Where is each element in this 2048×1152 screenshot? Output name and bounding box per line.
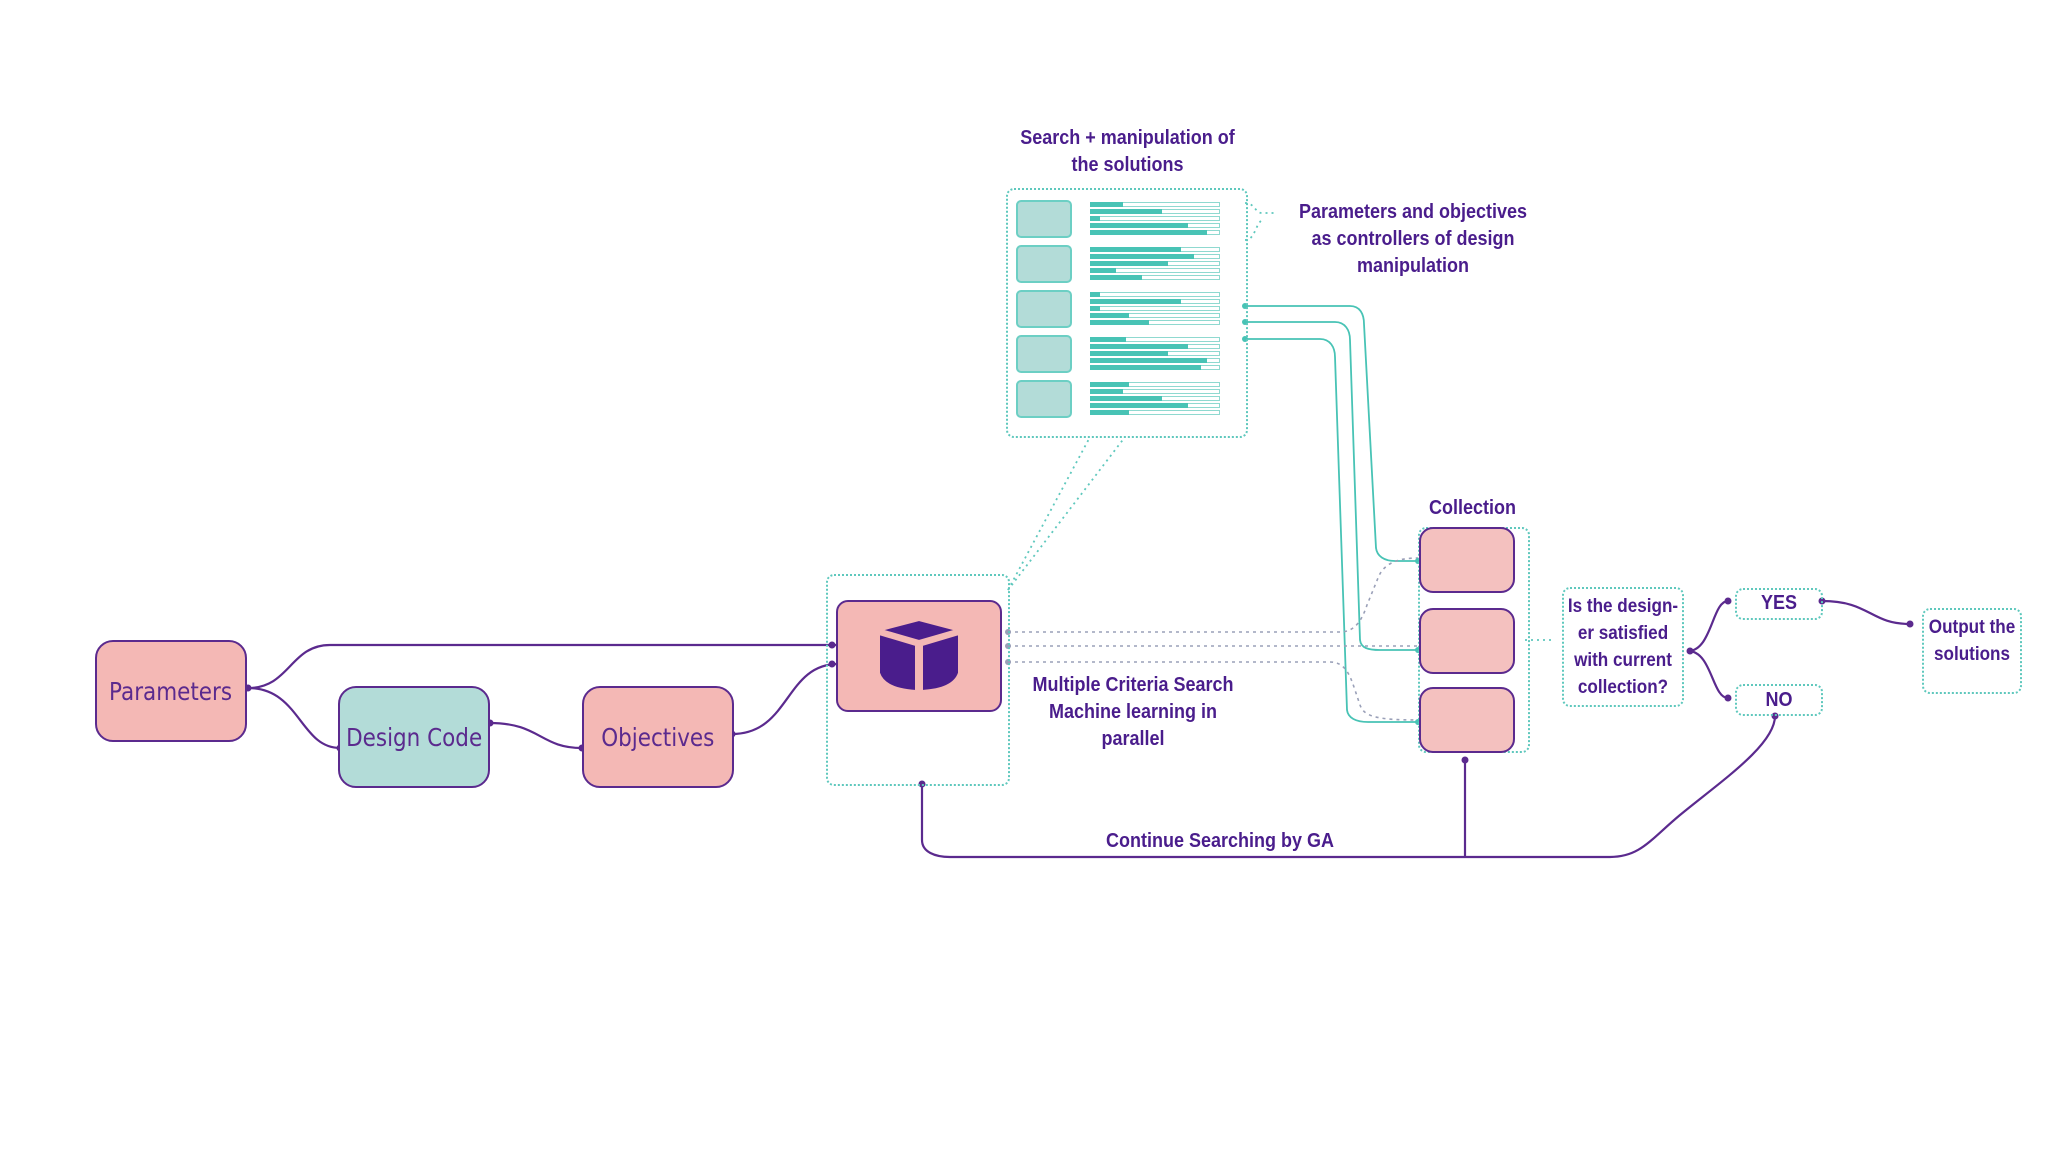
- parameters-node[interactable]: Parameters: [95, 640, 247, 742]
- no-box[interactable]: [1735, 684, 1823, 716]
- solution-thumbnail[interactable]: [1016, 290, 1072, 328]
- connector-engine-to-collection-1: [1008, 557, 1419, 633]
- joint-dot: [1724, 694, 1732, 702]
- connector-question-no: [1687, 649, 1729, 700]
- controllers-label: Parameters and objectives as controllers…: [1298, 201, 1528, 277]
- design-code-label: Design Code: [345, 722, 483, 752]
- engine-group: [826, 574, 1010, 786]
- solution-thumbnail[interactable]: [1016, 245, 1072, 283]
- connector-objectives-to-engine: [731, 662, 839, 736]
- output-box: [1922, 608, 2022, 694]
- continue-search-label: Continue Searching by GA: [1105, 830, 1335, 852]
- designer-question-label: Is the design-er satisfied with current …: [1567, 596, 1679, 698]
- callout-engine-to-list-left: [1007, 436, 1091, 591]
- connector-controller-1: [1245, 305, 1418, 562]
- collection-item[interactable]: [1419, 687, 1515, 753]
- parameters-label: Parameters: [109, 676, 233, 706]
- connector-parameters-to-engine: [247, 643, 838, 690]
- connector-parameters-to-designcode: [247, 686, 341, 750]
- engine-node[interactable]: [836, 600, 1002, 712]
- joint-dot: [1906, 620, 1914, 628]
- callout-list-to-controllers: [1244, 202, 1275, 241]
- connector-yes-to-output: [1821, 599, 1911, 626]
- yes-box[interactable]: [1735, 588, 1823, 620]
- collection-item[interactable]: [1419, 527, 1515, 593]
- solution-thumbnail[interactable]: [1016, 200, 1072, 238]
- joint-dot: [828, 660, 836, 668]
- solution-thumbnail[interactable]: [1016, 335, 1072, 373]
- objectives-node[interactable]: Objectives: [582, 686, 734, 788]
- objectives-label: Objectives: [601, 722, 715, 752]
- collection-label: Collection: [1428, 497, 1516, 519]
- no-label: NO: [1765, 689, 1793, 711]
- design-code-node[interactable]: Design Code: [338, 686, 490, 788]
- connector-engine-to-collection-3: [1008, 661, 1419, 721]
- multi-criteria-label: Multiple Criteria Search Machine learnin…: [1032, 674, 1234, 750]
- collection-item[interactable]: [1419, 608, 1515, 674]
- connector-continue-loop: [920, 715, 1777, 859]
- connector-controller-3: [1245, 338, 1418, 723]
- cube-icon: [878, 619, 960, 692]
- joint-dot: [828, 641, 836, 649]
- output-label: Output the solutions: [1928, 617, 2016, 665]
- connector-designcode-to-objectives: [489, 721, 583, 750]
- yes-label: YES: [1760, 592, 1798, 614]
- solutions-panel: [1006, 188, 1248, 438]
- joint-dot: [1686, 647, 1694, 655]
- solution-thumbnail[interactable]: [1016, 380, 1072, 418]
- question-box: [1562, 587, 1684, 707]
- joint-dot: [1461, 756, 1469, 764]
- search-manipulation-label: Search + manipulation of the solutions: [1020, 127, 1235, 176]
- joint-dot: [1724, 597, 1732, 605]
- callout-engine-to-list-right: [1007, 436, 1126, 591]
- connector-question-yes: [1687, 599, 1729, 653]
- connector-controller-2: [1245, 321, 1418, 651]
